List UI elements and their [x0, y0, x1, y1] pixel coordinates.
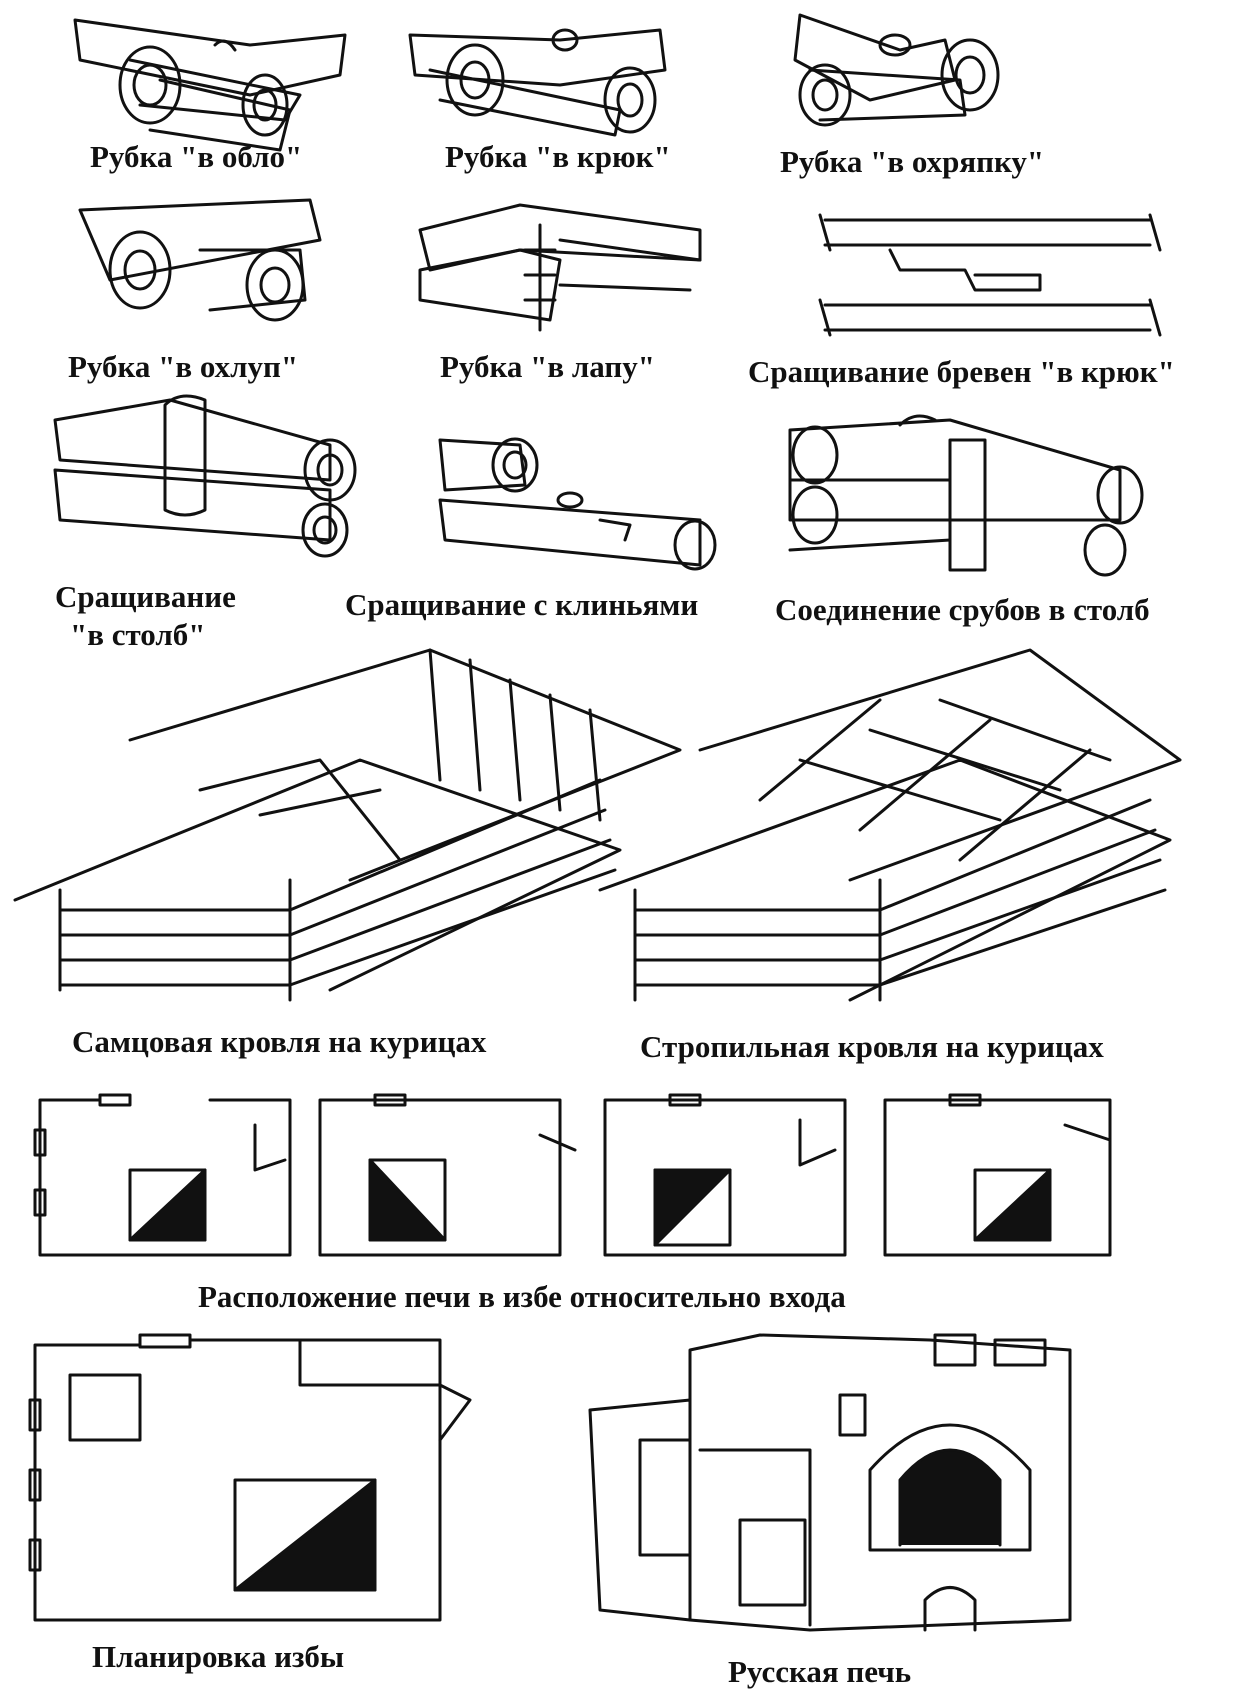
stove-placement-plan-2	[318, 1093, 577, 1257]
roof-stropilnaya-figure	[598, 648, 1182, 1002]
label-rubka-okhryapku: Рубка "в охряпку"	[780, 144, 1045, 179]
label-stropilnaya-krovlya: Стропильная кровля на курицах	[640, 1029, 1104, 1064]
log-joint-oblo-figure	[73, 18, 347, 152]
label-russkaya-pech: Русская печь	[728, 1654, 912, 1689]
russian-stove-figure	[588, 1333, 1072, 1632]
label-srashch-kryuk: Сращивание бревен "в крюк"	[748, 354, 1175, 389]
label-planirovka-izby: Планировка избы	[92, 1639, 345, 1674]
log-splice-stolb-figure	[53, 394, 357, 558]
label-rubka-kryuk: Рубка "в крюк"	[445, 139, 671, 174]
log-joint-lapu-figure	[418, 203, 702, 332]
log-joint-kryuk-figure	[408, 28, 667, 137]
label-rubka-lapu: Рубка "в лапу"	[440, 349, 655, 384]
label-srashch-stolb-line1: Сращивание	[55, 579, 236, 614]
izba-floor-plan-figure	[28, 1333, 472, 1622]
label-soedinenie-srubov: Соединение срубов в столб	[775, 592, 1150, 627]
log-splice-klinyami-figure	[438, 437, 717, 571]
stove-placement-plan-1	[33, 1093, 292, 1257]
label-samtsovaya-krovlya: Самцовая кровля на курицах	[72, 1024, 487, 1059]
log-joint-okhryapku-figure	[793, 13, 1000, 127]
roof-samtsovaya-figure	[13, 648, 682, 1002]
label-rubka-oblo: Рубка "в обло"	[90, 139, 303, 174]
log-splice-kryuk-figure	[818, 213, 1162, 337]
label-rubka-okhlup: Рубка "в охлуп"	[68, 349, 299, 384]
label-raspolozhenie-pechi: Расположение печи в избе относительно вх…	[198, 1279, 846, 1314]
stove-placement-plan-3	[603, 1093, 847, 1257]
log-corner-stolb-figure	[788, 414, 1144, 577]
log-joint-okhlup-figure	[78, 198, 322, 322]
stove-placement-plan-4	[883, 1093, 1112, 1257]
label-srashch-klinyami: Сращивание с клиньями	[345, 587, 699, 622]
label-srashch-stolb-line2: "в столб"	[70, 617, 206, 652]
